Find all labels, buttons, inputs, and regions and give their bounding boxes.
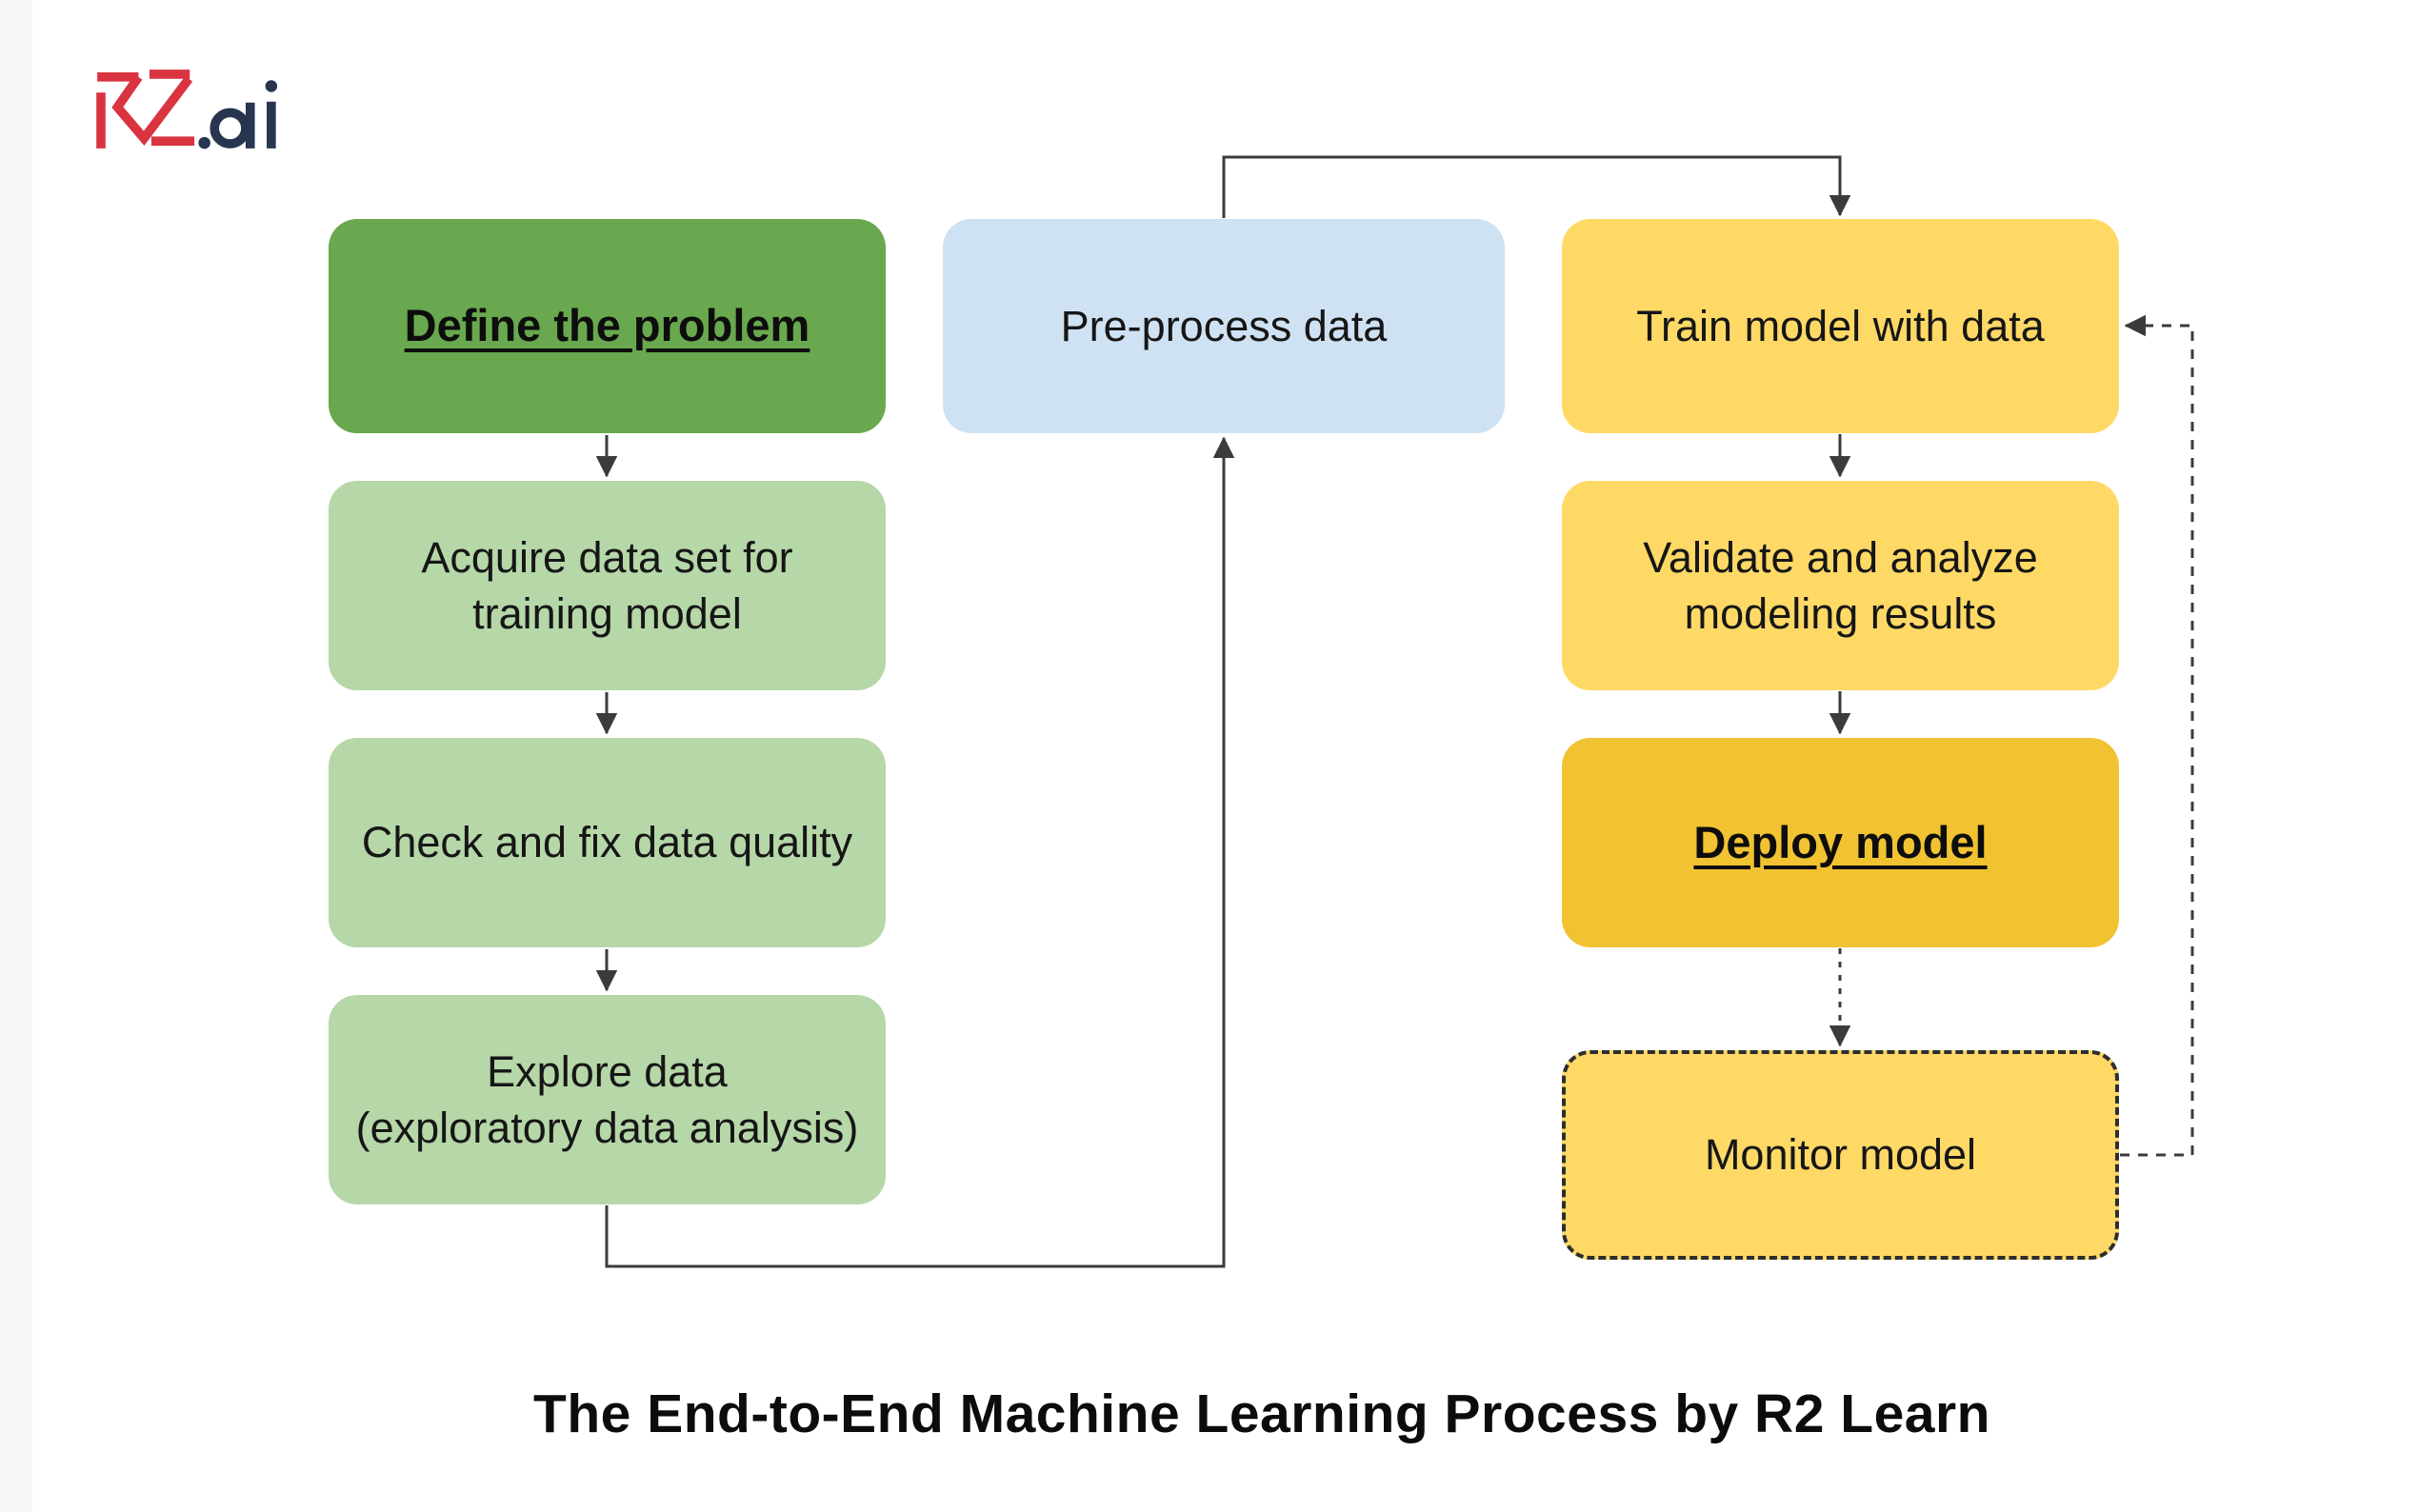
- node-label: Acquire data set for training model: [421, 532, 793, 638]
- node-preprocess-data: Pre-process data: [943, 219, 1505, 433]
- node-label: Validate and analyze modeling results: [1643, 532, 2038, 638]
- node-label: Pre-process data: [1060, 301, 1388, 350]
- node-deploy-model: Deploy model: [1562, 738, 2119, 947]
- r2-monogram: .ai: [96, 70, 278, 149]
- r2-ai-logo: .ai: [72, 50, 296, 169]
- node-train-model: Train model with data: [1562, 219, 2119, 433]
- edge-explore-preprocess: [605, 436, 1235, 1268]
- node-label: Deploy model: [1693, 816, 1988, 867]
- node-define-the-problem: Define the problem: [329, 219, 886, 433]
- node-monitor-model: Monitor model: [1562, 1050, 2119, 1260]
- left-edge-shade: [0, 0, 32, 1512]
- node-check-fix-data-quality: Check and fix data quality: [329, 738, 886, 947]
- node-explore-data: Explore data (exploratory data analysis): [329, 995, 886, 1204]
- node-label: Monitor model: [1704, 1130, 1977, 1180]
- node-label: Explore data (exploratory data analysis): [355, 1046, 859, 1152]
- node-label: Train model with data: [1636, 301, 2045, 350]
- edge-monitor-train: [2120, 314, 2194, 1157]
- node-acquire-data-set: Acquire data set for training model: [329, 481, 886, 690]
- diagram-title: The End-to-End Machine Learning Process …: [533, 1383, 1990, 1444]
- edge-preprocess-train: [1222, 155, 1851, 218]
- node-label: Define the problem: [404, 300, 810, 351]
- node-label: Check and fix data quality: [361, 818, 853, 867]
- node-validate-analyze: Validate and analyze modeling results: [1562, 481, 2119, 690]
